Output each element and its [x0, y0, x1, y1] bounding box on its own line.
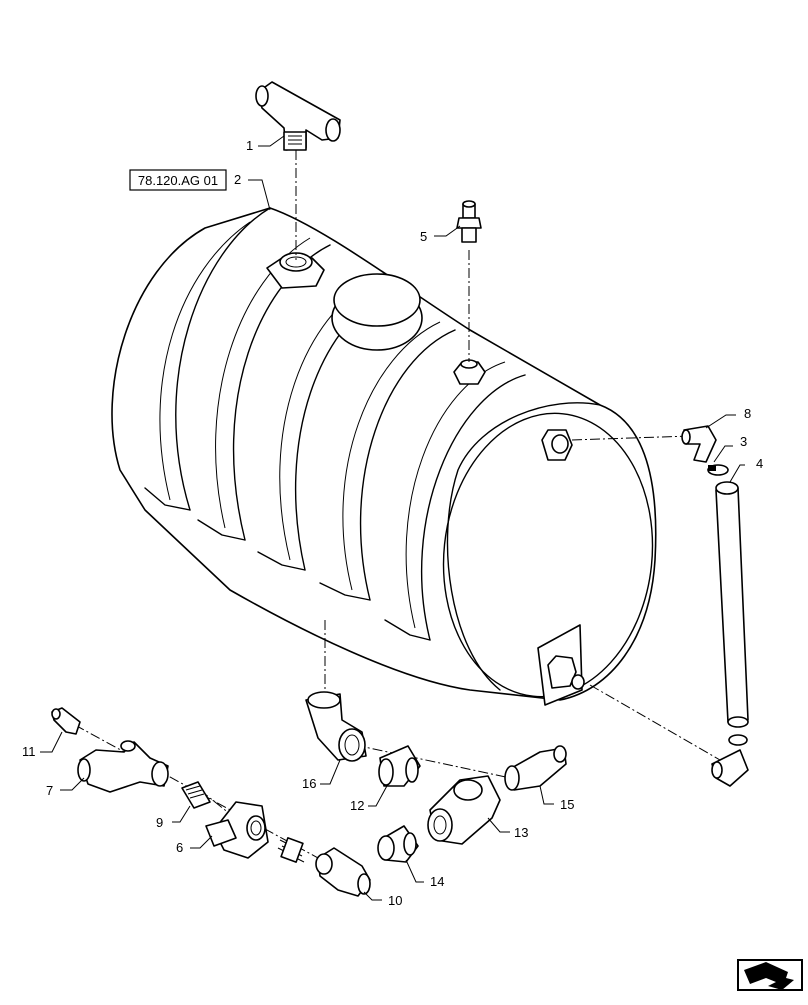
part-13-tee [427, 775, 501, 845]
part-14-adapter [377, 825, 419, 863]
reference-box-label: 78.120.AG 01 [138, 173, 218, 188]
part-5-hose-barb [456, 200, 482, 243]
callout-15: 15 [560, 797, 574, 812]
part-3-clamp [707, 464, 729, 476]
part-16-elbow [305, 691, 367, 762]
part-6-valve [205, 801, 269, 859]
part-12-adapter [378, 745, 421, 787]
callout-13: 13 [514, 825, 528, 840]
part-15-hose-barb [504, 745, 567, 791]
part-7-tee [77, 740, 169, 793]
callout-labels: 1 2 3 4 5 6 7 8 9 10 11 12 13 14 15 16 [22, 138, 763, 908]
part-8-elbow [681, 425, 717, 463]
callout-4: 4 [756, 456, 763, 471]
callout-2: 2 [234, 172, 241, 187]
next-page-arrow-icon[interactable] [737, 959, 803, 991]
part-4-hose [711, 481, 749, 787]
callout-10: 10 [388, 893, 402, 908]
callout-6: 6 [176, 840, 183, 855]
tank [111, 207, 657, 706]
part-1-tee-fitting [255, 81, 341, 151]
part-10-elbow [315, 847, 371, 897]
callout-14: 14 [430, 874, 444, 889]
strainer-spring [277, 837, 305, 863]
tank-body [111, 207, 657, 701]
callout-5: 5 [420, 229, 427, 244]
reference-box[interactable]: 78.120.AG 01 [129, 169, 227, 191]
callout-7: 7 [46, 783, 53, 798]
callout-1: 1 [246, 138, 253, 153]
leader-lines [40, 135, 745, 901]
callout-12: 12 [350, 798, 364, 813]
part-11-hose-barb [51, 707, 81, 735]
part-9-nipple [181, 781, 211, 809]
callout-16: 16 [302, 776, 316, 791]
callout-11: 11 [22, 744, 36, 759]
callout-3: 3 [740, 434, 747, 449]
callout-9: 9 [156, 815, 163, 830]
callout-8: 8 [744, 406, 751, 421]
